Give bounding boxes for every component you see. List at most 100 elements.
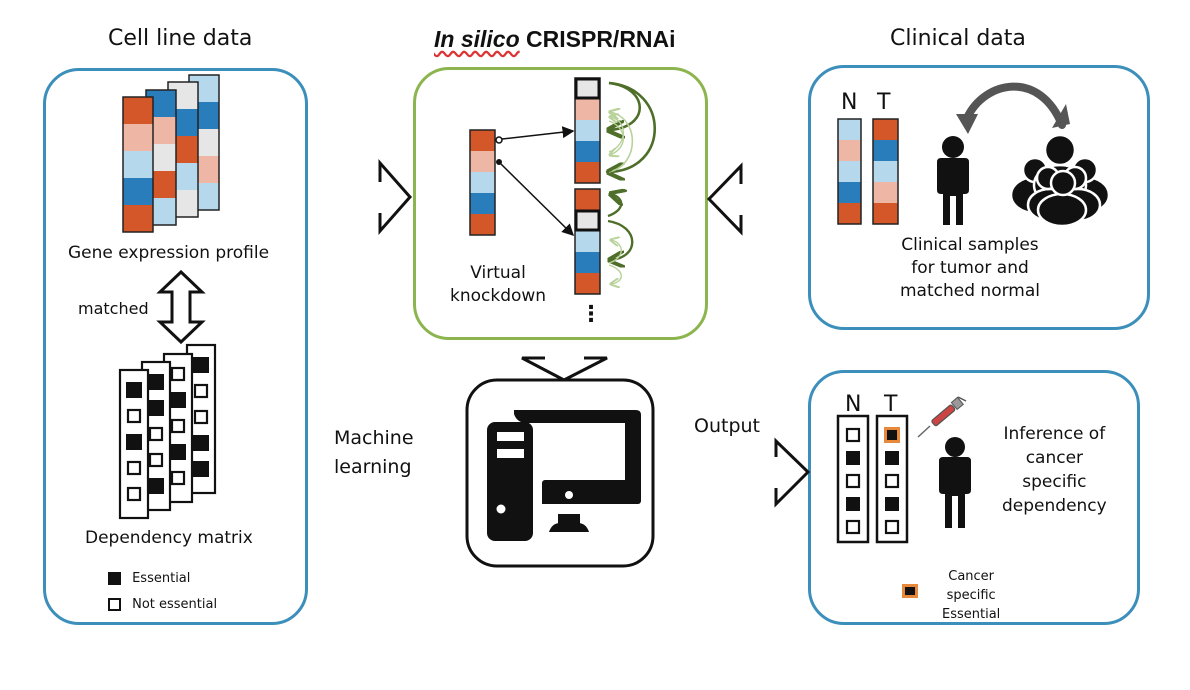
- patient-icon: [937, 136, 969, 225]
- not-essential-legend-label: Not essential: [132, 597, 218, 612]
- arrow-ml-to-inference: [657, 437, 811, 508]
- computer-icon: [465, 378, 655, 568]
- dependency-cell-not-essential: [193, 383, 209, 399]
- cancer-specific-label: Cancer specific Essential: [942, 569, 1001, 622]
- expression-column-1-cell: [123, 178, 153, 205]
- inference-normal-column-essential: [846, 451, 860, 465]
- knockdown-column-1-cell: [575, 78, 600, 99]
- patient-population-icon: [1009, 133, 1111, 228]
- clinical-normal-column-cell: [838, 119, 861, 140]
- ellipsis: ⋮: [580, 302, 602, 327]
- cell-line-panel: [43, 68, 308, 625]
- essential-legend-label: Essential: [132, 571, 191, 586]
- essential-legend-swatch: [108, 572, 121, 585]
- inference-tumor-column-essential: [885, 497, 899, 511]
- effect-arrow-weak: [609, 240, 622, 264]
- legend-not-essential: Not essential: [108, 594, 217, 613]
- clinical-normal-column-cell: [838, 182, 861, 203]
- dependency-cell-essential: [126, 434, 142, 450]
- inference-normal-column-not-essential: [845, 473, 861, 489]
- in-silico-title-italic: In silico: [434, 26, 520, 52]
- dependency-cell-not-essential: [148, 426, 164, 442]
- source-expression-column-cell: [470, 172, 495, 193]
- source-expression-column-outline: [469, 129, 496, 236]
- in-silico-title: In silico CRISPR/RNAi: [434, 26, 676, 53]
- source-expression-column-cell: [470, 130, 495, 151]
- expression-column-1-cell: [123, 97, 153, 124]
- cell-line-title: Cell line data: [108, 26, 253, 51]
- effect-arrow-tip: [605, 169, 613, 173]
- legend-essential: Essential: [108, 568, 190, 587]
- inference-tumor-column-not-essential: [884, 473, 900, 489]
- not-essential-legend-swatch: [108, 598, 121, 611]
- dependency-cell-not-essential: [170, 418, 186, 434]
- effect-arrow-strong: [609, 81, 656, 172]
- inference-tumor-column-cancer-specific: [887, 430, 897, 440]
- n-label-inference: N: [845, 392, 862, 417]
- knockdown-column-2-cell: [575, 189, 600, 210]
- expression-column-1-cell: [123, 151, 153, 178]
- expression-column-1-cell: [123, 124, 153, 151]
- matched-double-arrow: [156, 269, 206, 345]
- dependency-cell-not-essential: [148, 452, 164, 468]
- dependency-cell-not-essential: [126, 486, 142, 502]
- in-silico-panel: [413, 67, 708, 340]
- inference-normal-column-essential: [846, 497, 860, 511]
- in-silico-title-rest: CRISPR/RNAi: [526, 26, 676, 52]
- connector-dot-2: [496, 159, 502, 165]
- output-label: Output: [694, 415, 760, 437]
- matched-label: matched: [78, 299, 149, 318]
- dependency-cell-not-essential: [170, 470, 186, 486]
- clinical-tumor-column-cell: [873, 119, 898, 140]
- knockdown-column-2-cell: [575, 210, 600, 231]
- inference-tumor-column-not-essential: [884, 519, 900, 535]
- knockdown-column-1-cell: [575, 162, 600, 183]
- dependency-cell-essential: [193, 435, 209, 451]
- inference-tumor-column-essential: [885, 451, 899, 465]
- knockdown-column-2-knockdown-marker: [574, 209, 601, 232]
- clinical-tumor-column-outline: [872, 118, 899, 225]
- clinical-normal-column-cell: [838, 161, 861, 182]
- clinical-tumor-column-cell: [873, 140, 898, 161]
- dependency-cell-essential: [148, 478, 164, 494]
- knockdown-column-2-outline: [574, 188, 601, 295]
- arrow-clinical-to-insilico: [706, 162, 808, 236]
- dependency-cell-not-essential: [170, 366, 186, 382]
- dependency-cell-essential: [193, 461, 209, 477]
- syringe-icon: [917, 396, 967, 438]
- inference-panel: [808, 370, 1140, 625]
- machine-learning-label: Machine learning: [334, 427, 414, 478]
- dependency-cell-essential: [193, 357, 209, 373]
- dependency-cell-essential: [170, 444, 186, 460]
- dependency-cell-essential: [170, 392, 186, 408]
- clinical-tumor-column-cell: [873, 182, 898, 203]
- clinical-caption: Clinical samples for tumor and matched n…: [900, 235, 1040, 301]
- clinical-title: Clinical data: [890, 26, 1026, 51]
- dependency-cell-essential: [148, 374, 164, 390]
- t-label-clinical: T: [877, 90, 891, 115]
- arrow-insilico-to-ml: [521, 340, 608, 382]
- knockdown-column-2-cell: [575, 252, 600, 273]
- knockdown-column-1-knockdown-marker: [574, 77, 601, 100]
- t-label-inference: T: [884, 392, 898, 417]
- inference-normal-column-not-essential: [845, 519, 861, 535]
- knockdown-column-2-cell: [575, 273, 600, 294]
- dependency-cell-not-essential: [126, 460, 142, 476]
- effect-arrow-weak: [609, 120, 625, 155]
- source-expression-column-cell: [470, 193, 495, 214]
- knockdown-arrow-2: [500, 163, 575, 237]
- dependency-cell-essential: [126, 382, 142, 398]
- arrow-cellline-to-insilico: [308, 159, 413, 235]
- knockdown-arrow-1: [501, 126, 575, 140]
- clinical-tumor-column-cell: [873, 161, 898, 182]
- expression-column-1-cell: [123, 205, 153, 232]
- dependency-cell-not-essential: [126, 408, 142, 424]
- expression-column-1-outline: [122, 96, 154, 233]
- patient-icon-inference: [939, 437, 971, 528]
- virtual-knockdown-label: Virtual knockdown: [450, 263, 547, 306]
- source-expression-column-cell: [470, 151, 495, 172]
- dependency-matrix-label: Dependency matrix: [85, 528, 253, 548]
- knockdown-column-1-cell: [575, 99, 600, 120]
- dependency-cell-not-essential: [193, 409, 209, 425]
